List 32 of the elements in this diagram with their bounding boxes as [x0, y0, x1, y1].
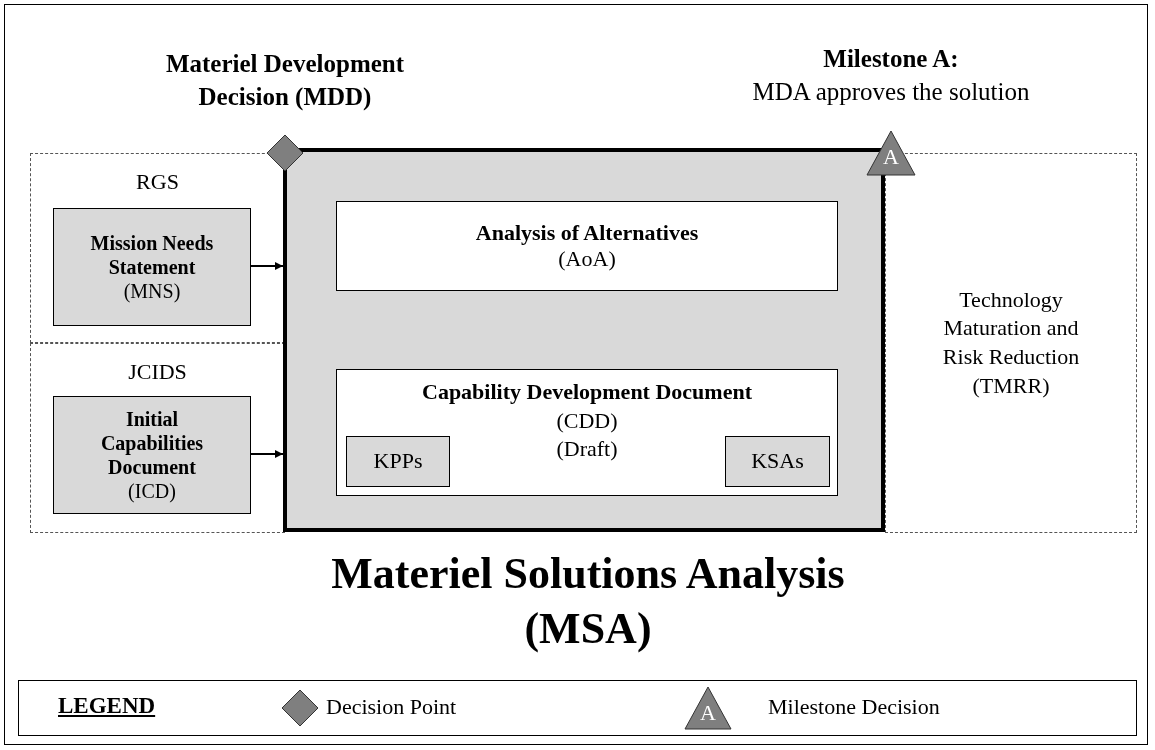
- group-frame: [30, 153, 285, 343]
- legend-label: Decision Point: [326, 694, 457, 720]
- arrow: [249, 262, 284, 270]
- box-title: Capability Development Document: [422, 378, 752, 406]
- box-abbreviation: (AoA): [558, 246, 616, 273]
- box-title: Initial Capabilities Document: [99, 407, 205, 479]
- box-abbreviation: (CDD) (Draft): [555, 406, 619, 464]
- attribute-box: [346, 436, 450, 487]
- group-label: RGS: [136, 168, 179, 196]
- attribute-label: KPPs: [373, 448, 423, 475]
- group-frame: [30, 343, 285, 533]
- box-abbreviation: (ICD): [128, 479, 176, 503]
- arrow: [249, 450, 284, 458]
- box-title: Analysis of Alternatives: [475, 219, 699, 246]
- attribute-box: [725, 436, 830, 487]
- phase-title: Materiel Solutions Analysis (MSA): [330, 548, 846, 655]
- decision-title: Materiel Development Decision (MDD): [164, 49, 406, 113]
- analysis-box: [336, 201, 838, 291]
- box-title: Mission Needs Statement: [89, 231, 215, 279]
- attribute-label: KSAs: [751, 448, 804, 475]
- group-label: JCIDS: [128, 358, 187, 386]
- document-box: [53, 208, 251, 326]
- phase-label: Technology Maturation and Risk Reduction (TMRR): [941, 285, 1081, 400]
- document-box: [53, 396, 251, 514]
- document-panel: [336, 369, 838, 496]
- legend-heading: LEGEND: [58, 693, 156, 719]
- milestone-letter: A: [882, 146, 900, 169]
- decision-title: Milestone A:: [822, 44, 960, 74]
- milestone-letter: A: [699, 702, 717, 724]
- legend-label: Milestone Decision: [768, 694, 940, 720]
- decision-note: MDA approves the solution: [751, 76, 1031, 107]
- box-abbreviation: (MNS): [123, 279, 181, 303]
